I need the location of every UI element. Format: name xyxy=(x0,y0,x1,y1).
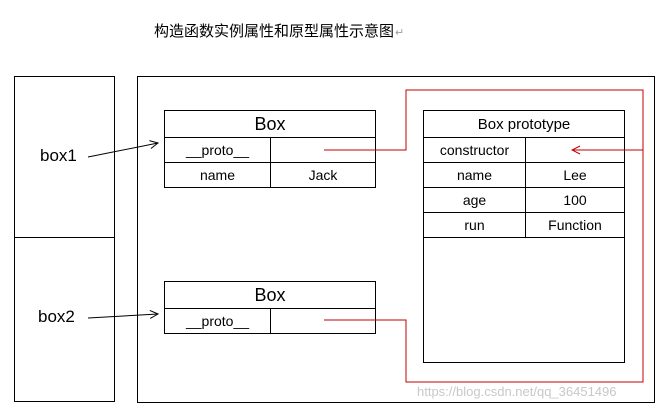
box2-object: Box __proto__ xyxy=(164,281,376,334)
box1-name-value: Jack xyxy=(270,162,376,188)
prototype-row-value: Lee xyxy=(525,162,625,188)
diagram-title-text: 构造函数实例属性和原型属性示意图 xyxy=(154,23,395,40)
box1-proto-link xyxy=(324,89,644,150)
box2-proto-label: __proto__ xyxy=(164,308,271,334)
box1-variable-label: box1 xyxy=(40,146,77,165)
stack-divider xyxy=(14,237,115,238)
prototype-row-value: Function xyxy=(525,212,625,238)
stack-area xyxy=(14,76,115,402)
watermark-text: https://blog.csdn.net/qq_36451496 xyxy=(417,384,617,399)
paragraph-mark-icon: ↵ xyxy=(395,27,405,39)
box2-proto-value xyxy=(270,308,376,334)
prototype-header: Box prototype xyxy=(423,110,625,138)
box1-name-label: name xyxy=(164,162,271,188)
box2-header: Box xyxy=(164,281,376,309)
heap-area xyxy=(137,76,655,403)
box2-variable-label: box2 xyxy=(38,307,75,326)
box1-object: Box __proto__ name Jack xyxy=(164,110,376,188)
prototype-row-value: 100 xyxy=(525,187,625,213)
diagram-title: 构造函数实例属性和原型属性示意图↵ xyxy=(154,20,404,41)
box1-proto-label: __proto__ xyxy=(164,137,271,163)
box2-reference-arrow xyxy=(87,314,158,318)
prototype-row-key: name xyxy=(423,162,526,188)
box1-header: Box xyxy=(164,110,376,138)
box1-reference-arrow xyxy=(87,143,158,158)
box2-proto-link xyxy=(324,150,644,383)
prototype-row-key: run xyxy=(423,212,526,238)
